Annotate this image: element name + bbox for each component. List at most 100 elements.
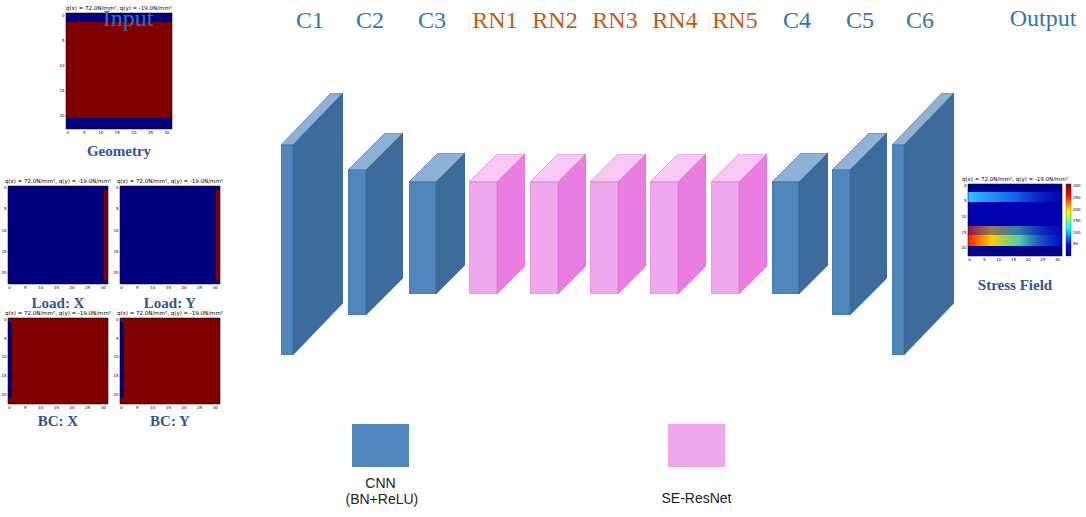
axis-tick: 5: [24, 406, 27, 410]
axis-tick: 5: [983, 258, 986, 262]
axis-tick: 20: [113, 393, 118, 397]
se-resnet-block: RN5: [711, 154, 767, 294]
input-caption: Load: Y: [144, 296, 196, 311]
plot-title: q(x) = 72.0N/mm², q(y) = -19.0N/mm²: [66, 6, 172, 12]
layer-label: RN3: [592, 8, 637, 32]
axis-tick: 20: [1026, 258, 1031, 262]
axis-tick: 10: [1, 229, 6, 233]
axis-tick: 0: [120, 406, 123, 410]
axis-tick: 0: [964, 184, 967, 188]
layer-label: C5: [846, 8, 874, 32]
layer-label: RN5: [712, 8, 757, 32]
axis-tick: 25: [85, 286, 90, 290]
legend-swatch: [668, 424, 725, 467]
axis-tick: 10: [98, 131, 103, 135]
axis-tick: 15: [166, 406, 171, 410]
cnn-block: C3: [409, 153, 465, 294]
axis-tick: 20: [70, 286, 75, 290]
layer-label: RN1: [472, 8, 517, 32]
axis-tick: 10: [961, 215, 966, 219]
cnn-block: C6: [892, 93, 954, 355]
axis-tick: 0: [968, 258, 971, 262]
block-shape: [711, 154, 767, 294]
axis-tick: 20: [182, 286, 187, 290]
axis-tick: 0: [8, 406, 11, 410]
axis-tick: 15: [54, 286, 59, 290]
axis-tick: 10: [1, 355, 6, 359]
axis-tick: 15: [115, 131, 120, 135]
se-resnet-block: RN4: [650, 154, 706, 294]
axis-tick: 5: [4, 337, 7, 341]
se-resnet-block: RN2: [530, 154, 586, 294]
axis-tick: 150: [1073, 219, 1081, 223]
axis-tick: 20: [182, 406, 187, 410]
legend-text: SE-ResNet: [637, 490, 757, 506]
axis-tick: 30: [164, 131, 169, 135]
block-shape: [530, 154, 586, 294]
cnn-block: C5: [832, 133, 887, 315]
se-resnet-block: RN1: [469, 154, 525, 294]
block-shape: [772, 153, 828, 294]
axis-tick: 10: [150, 406, 155, 410]
cnn-block: C4: [772, 153, 828, 294]
axis-tick: 15: [59, 89, 64, 93]
block-shape: [409, 153, 465, 294]
axis-tick: 10: [38, 286, 43, 290]
input-caption: Load: X: [32, 296, 85, 311]
axis-tick: 0: [4, 186, 7, 190]
axis-tick: 30: [213, 406, 218, 410]
block-shape: [281, 93, 343, 355]
axis-tick: 30: [1055, 258, 1060, 262]
axis-tick: 25: [85, 406, 90, 410]
axis-tick: 5: [116, 337, 119, 341]
axis-tick: 20: [59, 114, 64, 118]
input-caption: Stress Field: [978, 278, 1052, 293]
layer-label: RN2: [532, 8, 577, 32]
axis-tick: 0: [120, 286, 123, 290]
axis-tick: 15: [1011, 258, 1016, 262]
axis-tick: 20: [1, 393, 6, 397]
layer-label: C1: [296, 8, 324, 32]
input-caption: BC: X: [38, 414, 78, 429]
layer-label: C4: [783, 8, 811, 32]
axis-tick: 5: [964, 199, 967, 203]
block-shape: [892, 93, 954, 355]
layer-label: C3: [418, 8, 446, 32]
axis-tick: 20: [961, 246, 966, 250]
cnn-block: C2: [348, 133, 403, 315]
axis-tick: 10: [996, 258, 1001, 262]
axis-tick: 200: [1073, 208, 1081, 212]
axis-tick: 100: [1073, 231, 1081, 235]
block-shape: [590, 154, 646, 294]
axis-tick: 15: [1, 374, 6, 378]
axis-tick: 20: [1, 271, 6, 275]
axis-tick: 10: [150, 286, 155, 290]
axis-tick: 15: [113, 374, 118, 378]
axis-tick: 5: [24, 286, 27, 290]
block-shape: [348, 133, 403, 315]
axis-tick: 10: [113, 355, 118, 359]
block-shape: [650, 154, 706, 294]
cnn-block: C1: [281, 93, 343, 355]
axis-tick: 0: [4, 318, 7, 322]
axis-tick: 10: [59, 64, 64, 68]
plot-title: q(x) = 72.0N/mm², q(y) = -19.0N/mm²: [117, 311, 223, 317]
axis-tick: 5: [136, 406, 139, 410]
axis-tick: 300: [1073, 184, 1081, 188]
layer-label: C6: [906, 8, 934, 32]
panel-title: Output: [1010, 6, 1077, 30]
axis-tick: 50: [1073, 242, 1078, 246]
axis-tick: 5: [83, 131, 86, 135]
legend-text: CNN (BN+ReLU): [346, 475, 416, 507]
plot-title: q(x) = 72.0N/mm², q(y) = -19.0N/mm²: [5, 179, 111, 185]
axis-tick: 25: [197, 286, 202, 290]
input-caption: Geometry: [87, 144, 151, 159]
axis-tick: 25: [1040, 258, 1045, 262]
axis-tick: 5: [62, 39, 65, 43]
block-shape: [832, 133, 887, 315]
layer-label: RN4: [652, 8, 697, 32]
axis-tick: 0: [116, 186, 119, 190]
axis-tick: 10: [38, 406, 43, 410]
block-shape: [469, 154, 525, 294]
plot-title: q(x) = 72.0N/mm², q(y) = -19.0N/mm²: [117, 179, 223, 185]
